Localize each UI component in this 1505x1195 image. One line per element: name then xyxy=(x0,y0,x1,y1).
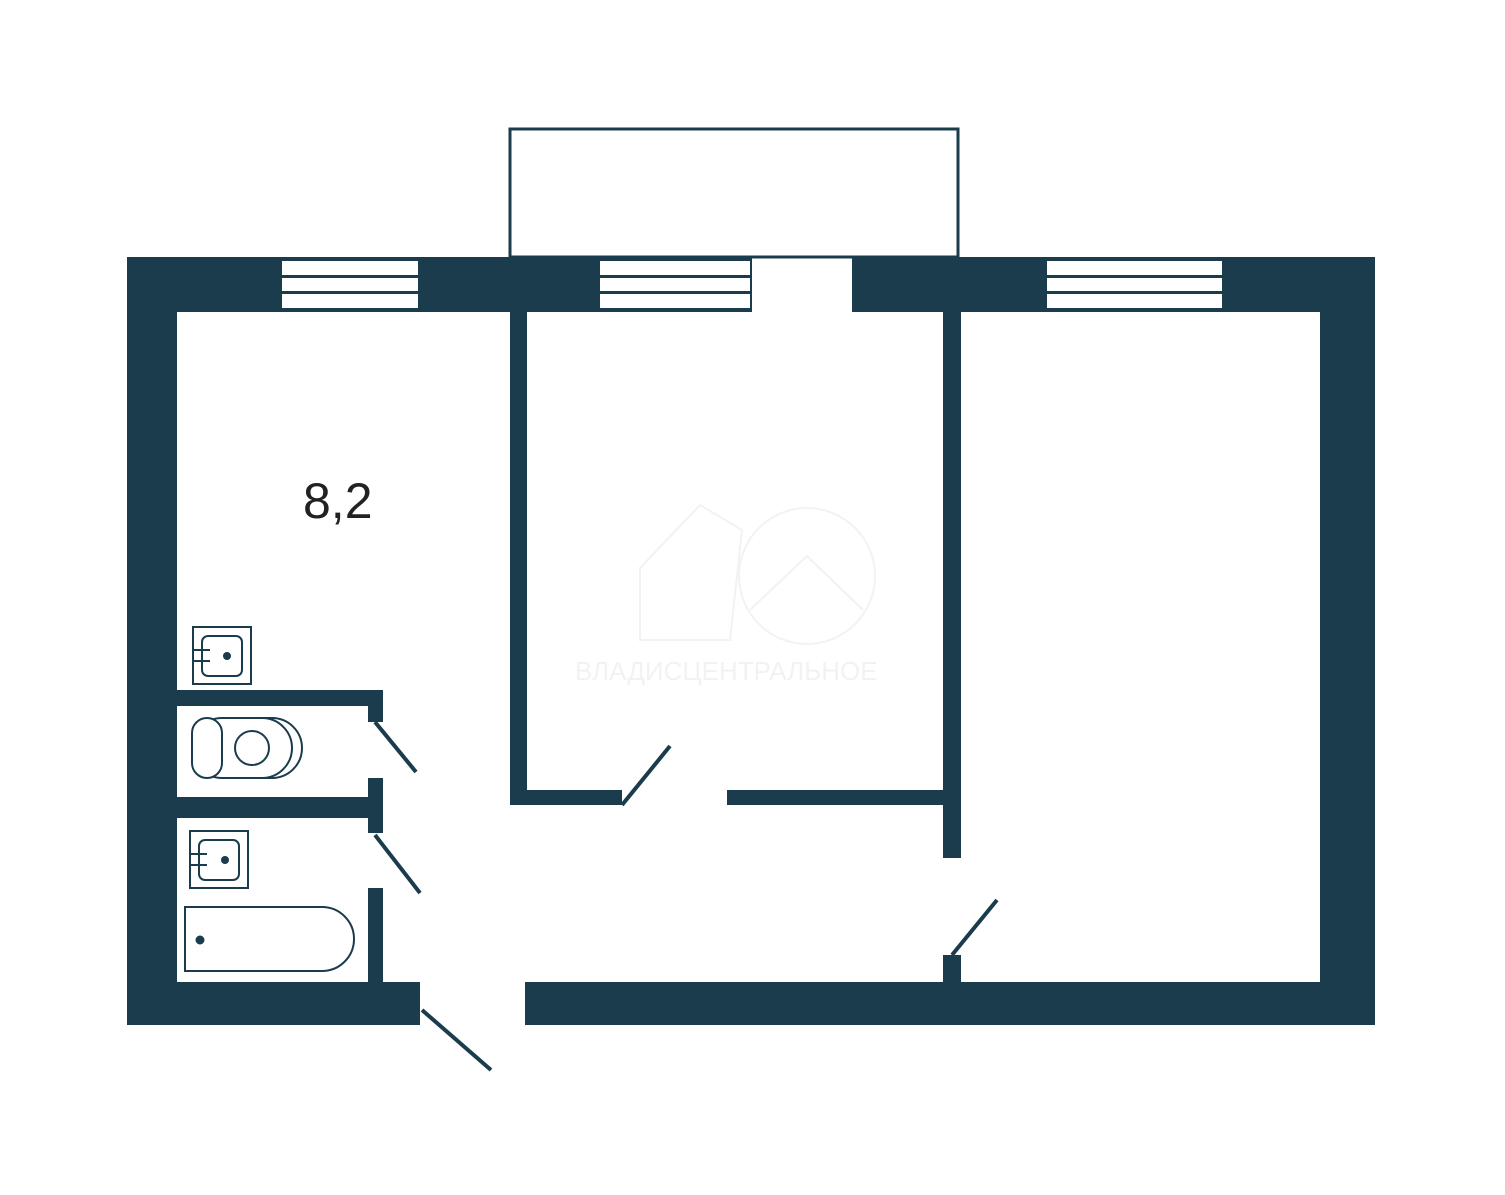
watermark-logo: ВЛАДИСЦЕНТРАЛЬНОЕ xyxy=(575,503,878,686)
window xyxy=(600,261,750,308)
interior-walls xyxy=(177,312,961,982)
balcony xyxy=(508,127,960,259)
door-middle-room xyxy=(620,744,672,807)
window xyxy=(282,261,418,308)
room-area-label: 8,2 xyxy=(303,473,373,529)
bathroom-sink-icon xyxy=(189,830,249,889)
door-swings xyxy=(373,720,999,1072)
window xyxy=(1047,261,1222,308)
bathtub-icon xyxy=(184,906,355,972)
door-right-room xyxy=(950,898,999,957)
toilet-icon xyxy=(191,717,303,779)
kitchen-sink-icon xyxy=(192,626,252,685)
exterior-walls xyxy=(127,257,1375,1025)
door-bathroom xyxy=(373,833,422,895)
door-toilet xyxy=(373,720,418,774)
watermark-text: ВЛАДИСЦЕНТРАЛЬНОЕ xyxy=(575,656,878,686)
door-entrance xyxy=(420,1008,493,1072)
